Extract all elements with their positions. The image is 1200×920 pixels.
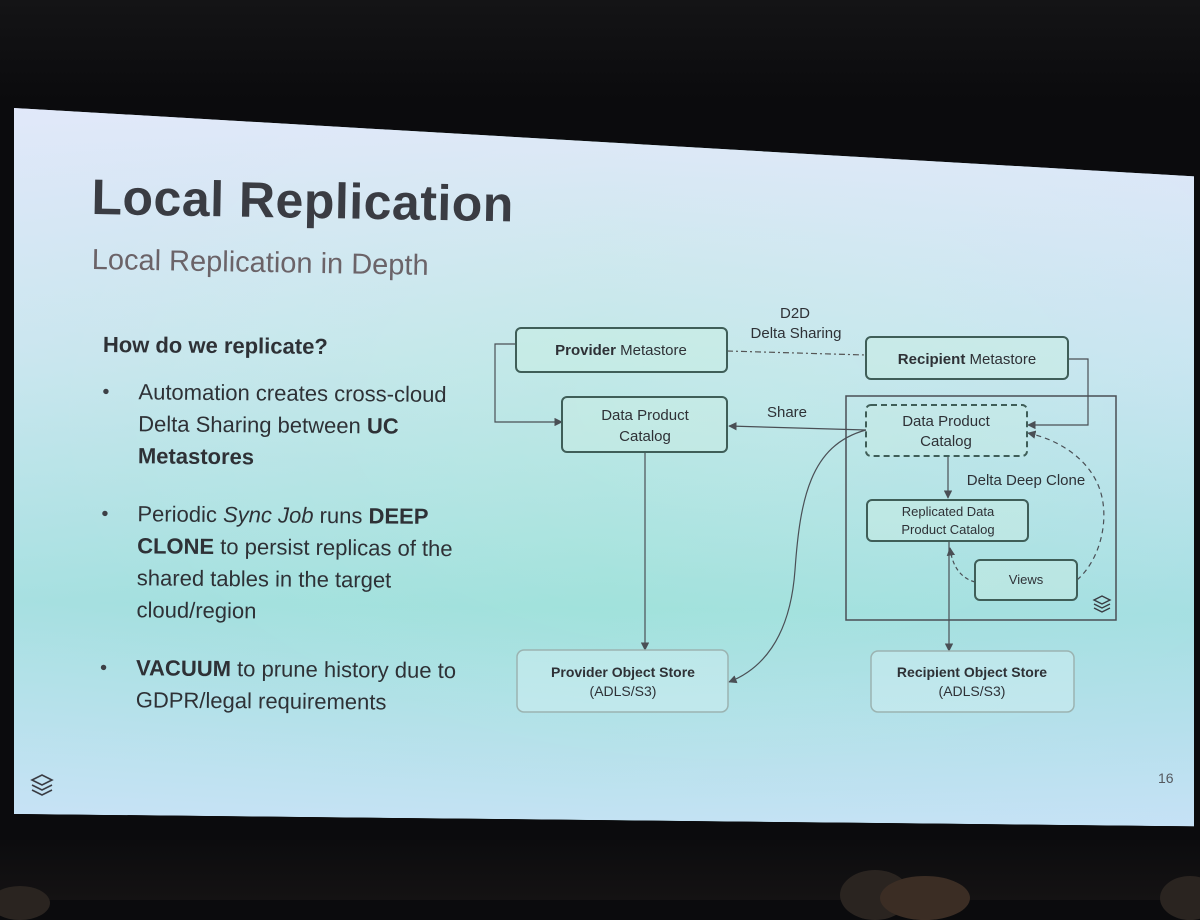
bullet-list: Automation creates cross-cloud Delta Sha… [100,376,503,719]
delta-sharing-label: Delta Sharing [751,325,842,342]
recipient-store-box [870,650,1075,713]
left-column: How do we replicate? Automation creates … [99,332,503,745]
bullet-text: Periodic [137,501,224,528]
audience-silhouettes [0,840,1200,920]
slide-subtitle: Local Replication in Depth [91,244,429,282]
replicated-catalog-box [866,499,1029,542]
slide-title: Local Replication [91,168,515,233]
replication-diagram: Provider Metastore Recipient Metastore D… [494,305,1117,713]
recipient-workspace-frame [845,395,1117,621]
bullet-text: VACUUM [135,655,232,682]
bullet-text: runs [313,502,369,529]
views-box [974,559,1078,601]
provider-catalog-box [561,396,728,453]
bullet-item: Automation creates cross-cloud Delta Sha… [102,376,503,475]
recipient-store-line2: (ADLS/S3) [939,683,1006,699]
recipient-metastore-box [865,336,1069,380]
recipient-catalog-line1: Data Product [902,413,990,430]
workspace-logo-icon [1092,595,1112,613]
provider-store-line1: Provider Object Store [551,664,695,680]
provider-store-line2: (ADLS/S3) [590,683,657,699]
recipient-catalog-box [865,404,1028,457]
question-heading: How do we replicate? [102,332,328,359]
databricks-logo-icon [30,774,54,796]
share-label: Share [767,404,807,421]
views-to-recipient-catalog-dashed-curve [1027,430,1105,581]
recipient-store-line1: Recipient Object Store [897,664,1047,680]
bullet-item: Periodic Sync Job runs DEEP CLONE to per… [100,498,501,629]
recipient-metastore-to-catalog-arrow [1027,358,1089,430]
provider-metastore-box [515,327,728,373]
slide-number: 16 [1158,770,1174,786]
screen-top-bezel [0,0,1200,100]
replicated-catalog-line2: Product Catalog [901,522,994,537]
bullet-text: Sync Job [222,502,314,528]
provider-catalog-line2: Catalog [619,428,671,445]
metastore-link-line [726,350,867,356]
views-to-replicated-dashed-curve [946,547,976,583]
provider-store-box [516,649,729,713]
views-label: Views [1009,572,1044,587]
d2d-label: D2D [780,305,810,322]
replicated-catalog-line1: Replicated Data [902,504,995,519]
provider-metastore-to-catalog-arrow [494,343,563,427]
provider-metastore-label: Provider Metastore [555,342,687,359]
recipient-catalog-to-provider-store-curve [728,429,867,684]
deep-clone-label: Delta Deep Clone [967,472,1085,489]
bullet-item: VACUUM to prune history due to GDPR/lega… [100,652,501,719]
recipient-metastore-label: Recipient Metastore [898,351,1036,368]
bullet-text: Automation creates cross-cloud Delta Sha… [138,379,447,439]
provider-catalog-line1: Data Product [601,407,689,424]
share-arrow [728,422,867,431]
recipient-catalog-line2: Catalog [920,433,972,450]
